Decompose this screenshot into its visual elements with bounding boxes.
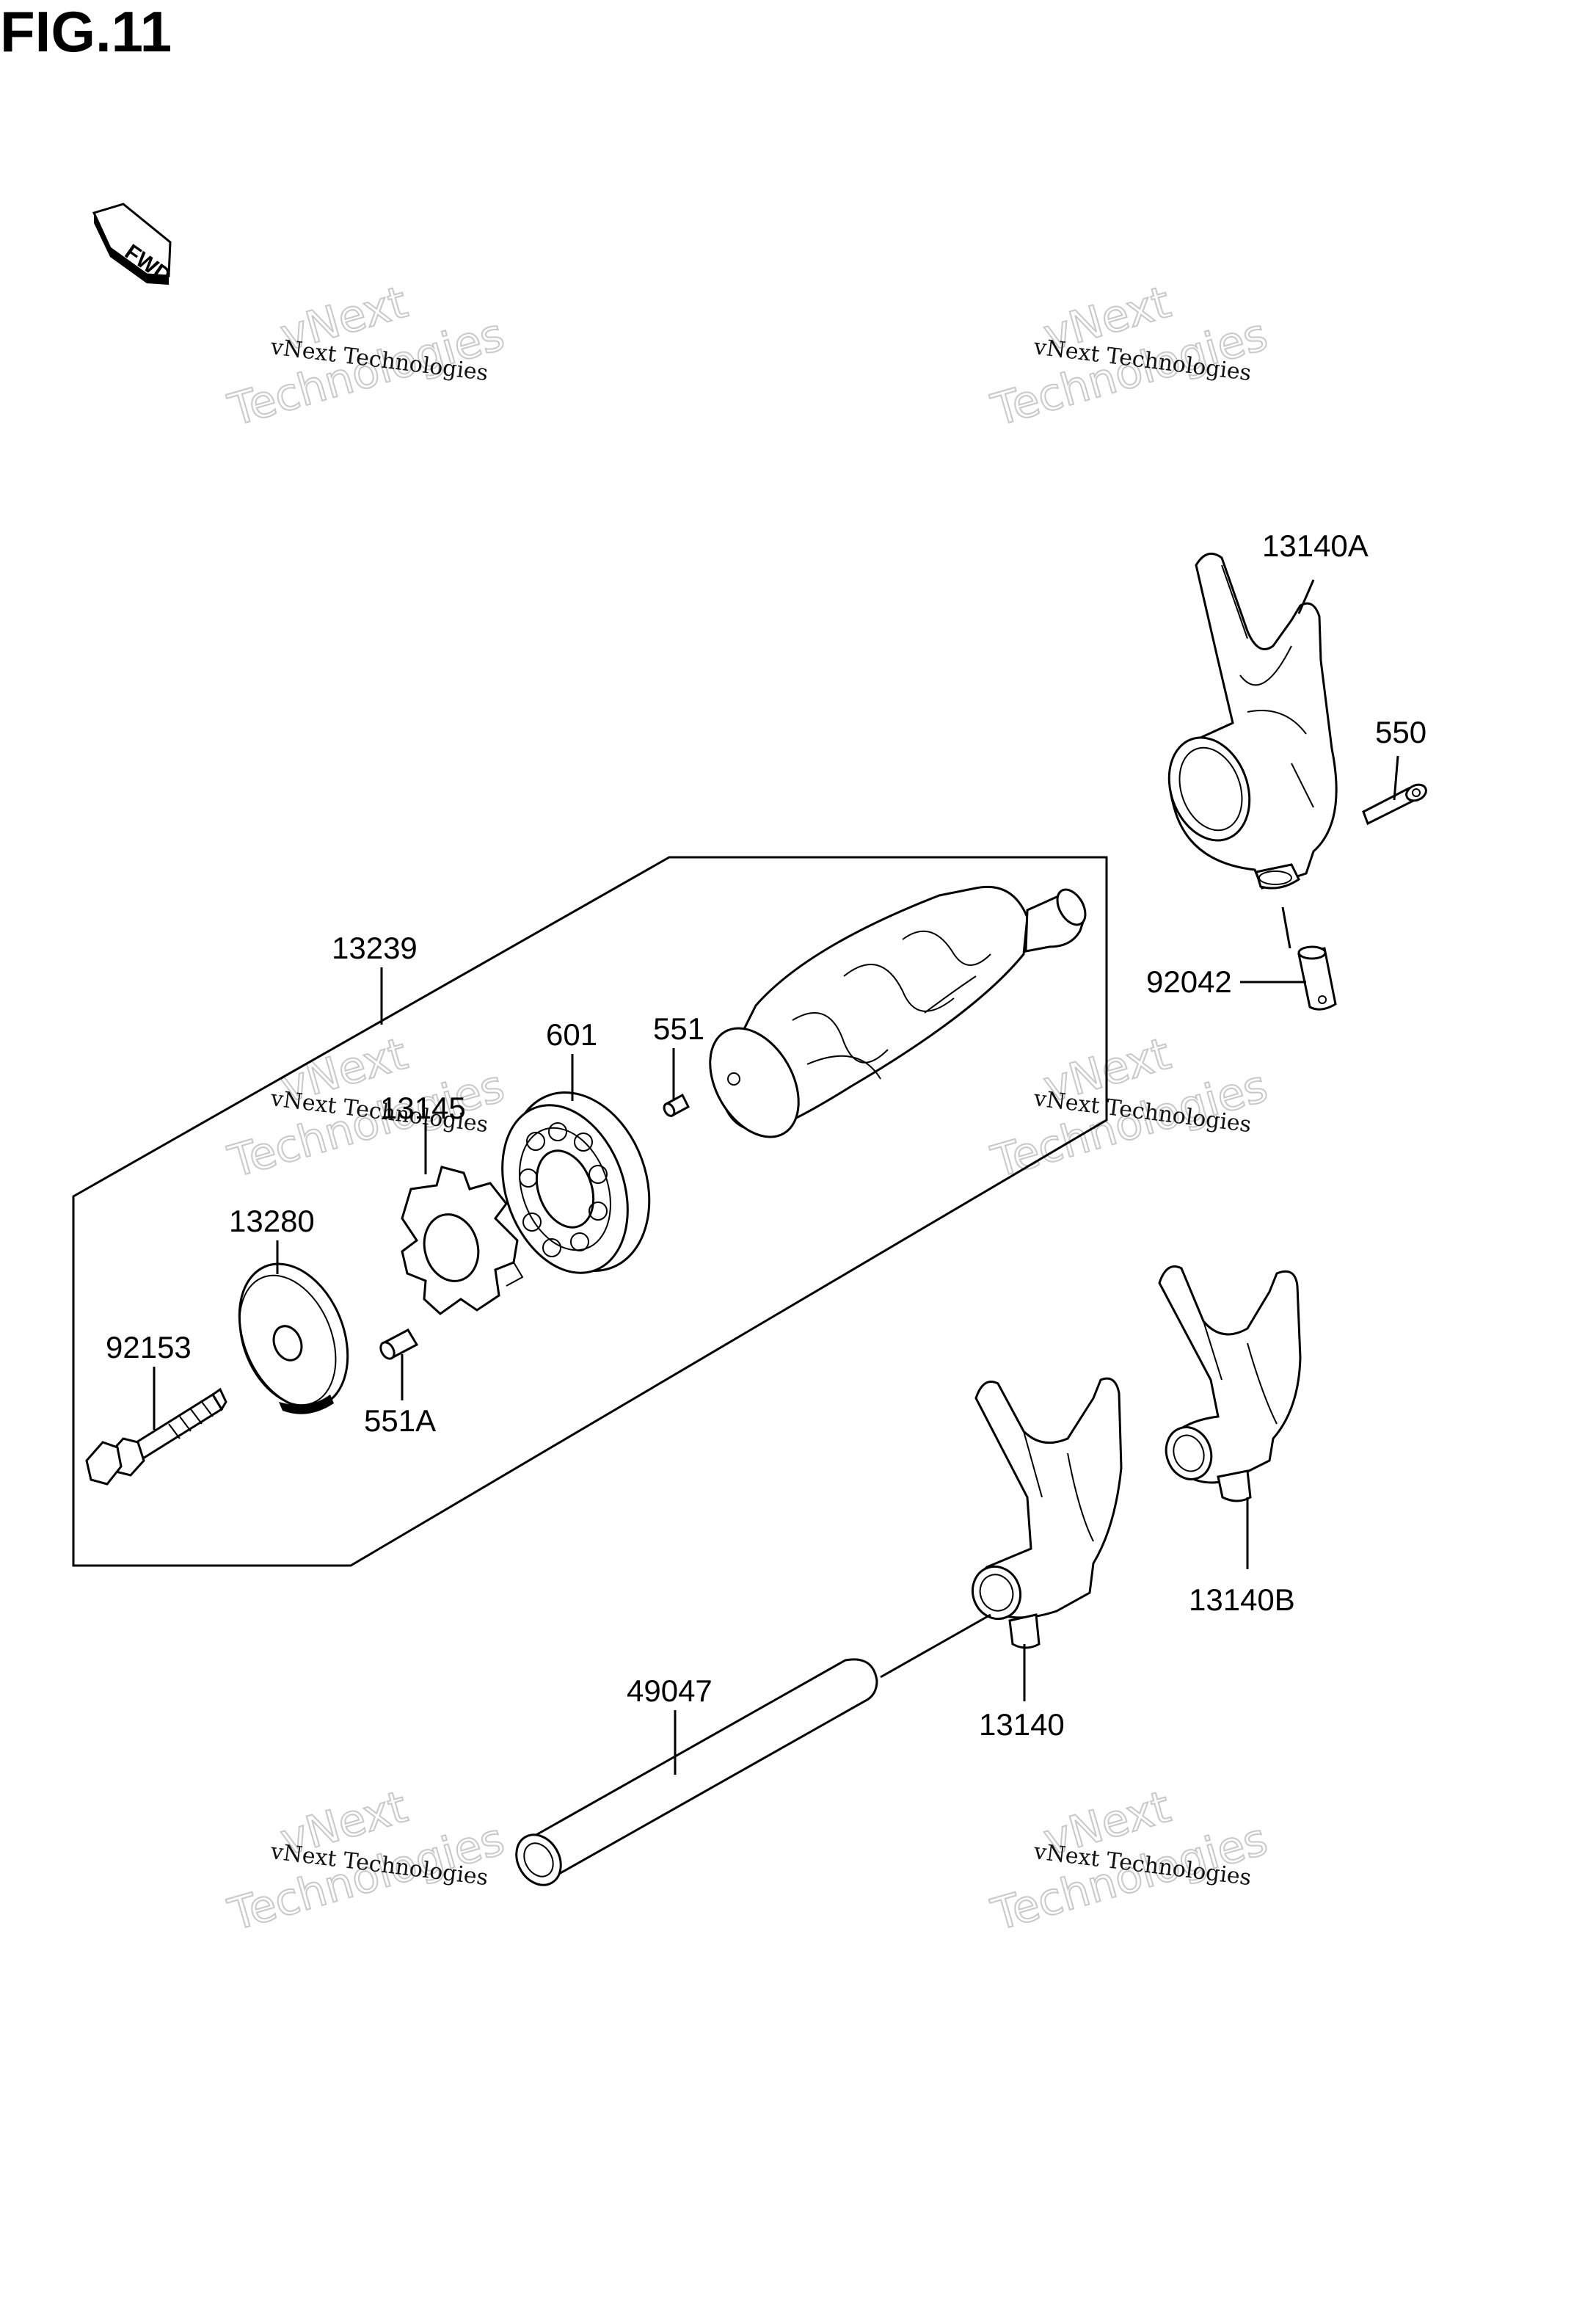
shaft-49047 (515, 1613, 991, 1886)
pin-551 (663, 1093, 690, 1118)
cover-plate-13280 (238, 1262, 349, 1414)
label-13239: 13239 (332, 931, 418, 965)
leader-lines (153, 579, 1399, 1775)
shift-fork-13140A (1167, 552, 1338, 1011)
shift-drum (709, 885, 1087, 1138)
shift-fork-13140B (1158, 1265, 1302, 1502)
bolt-92153 (85, 1387, 227, 1486)
watermark-2: vNext Technologies vNext Technologies (985, 276, 1274, 437)
assembly-boundary-13239 (72, 856, 1108, 1567)
shift-cam-13145 (401, 1166, 524, 1315)
label-550: 550 (1375, 715, 1426, 749)
label-13140B: 13140B (1189, 1582, 1295, 1617)
watermark-4: vNext Technologies vNext Technologies (985, 1028, 1274, 1189)
label-92042: 92042 (1146, 964, 1232, 999)
label-551: 551 (653, 1011, 704, 1046)
figure-title: FIG.11 (0, 0, 172, 64)
bearing-601 (501, 1091, 651, 1274)
fwd-arrow-icon: FWD (92, 203, 175, 288)
label-551A: 551A (364, 1403, 436, 1438)
watermark-6: vNext Technologies vNext Technologies (985, 1781, 1274, 1942)
label-92153: 92153 (106, 1330, 192, 1364)
label-49047: 49047 (627, 1673, 713, 1708)
label-13145: 13145 (380, 1091, 466, 1125)
label-13140A: 13140A (1262, 528, 1369, 563)
watermark-1: vNext Technologies vNext Technologies (222, 276, 511, 437)
label-13280: 13280 (229, 1204, 315, 1238)
watermark-3: vNext Technologies vNext Technologies (222, 1028, 511, 1189)
shift-fork-13140 (972, 1377, 1123, 1649)
label-13140: 13140 (979, 1707, 1065, 1742)
watermark-5: vNext Technologies vNext Technologies (222, 1781, 511, 1942)
label-601: 601 (546, 1017, 597, 1052)
pin-551A (379, 1328, 419, 1360)
